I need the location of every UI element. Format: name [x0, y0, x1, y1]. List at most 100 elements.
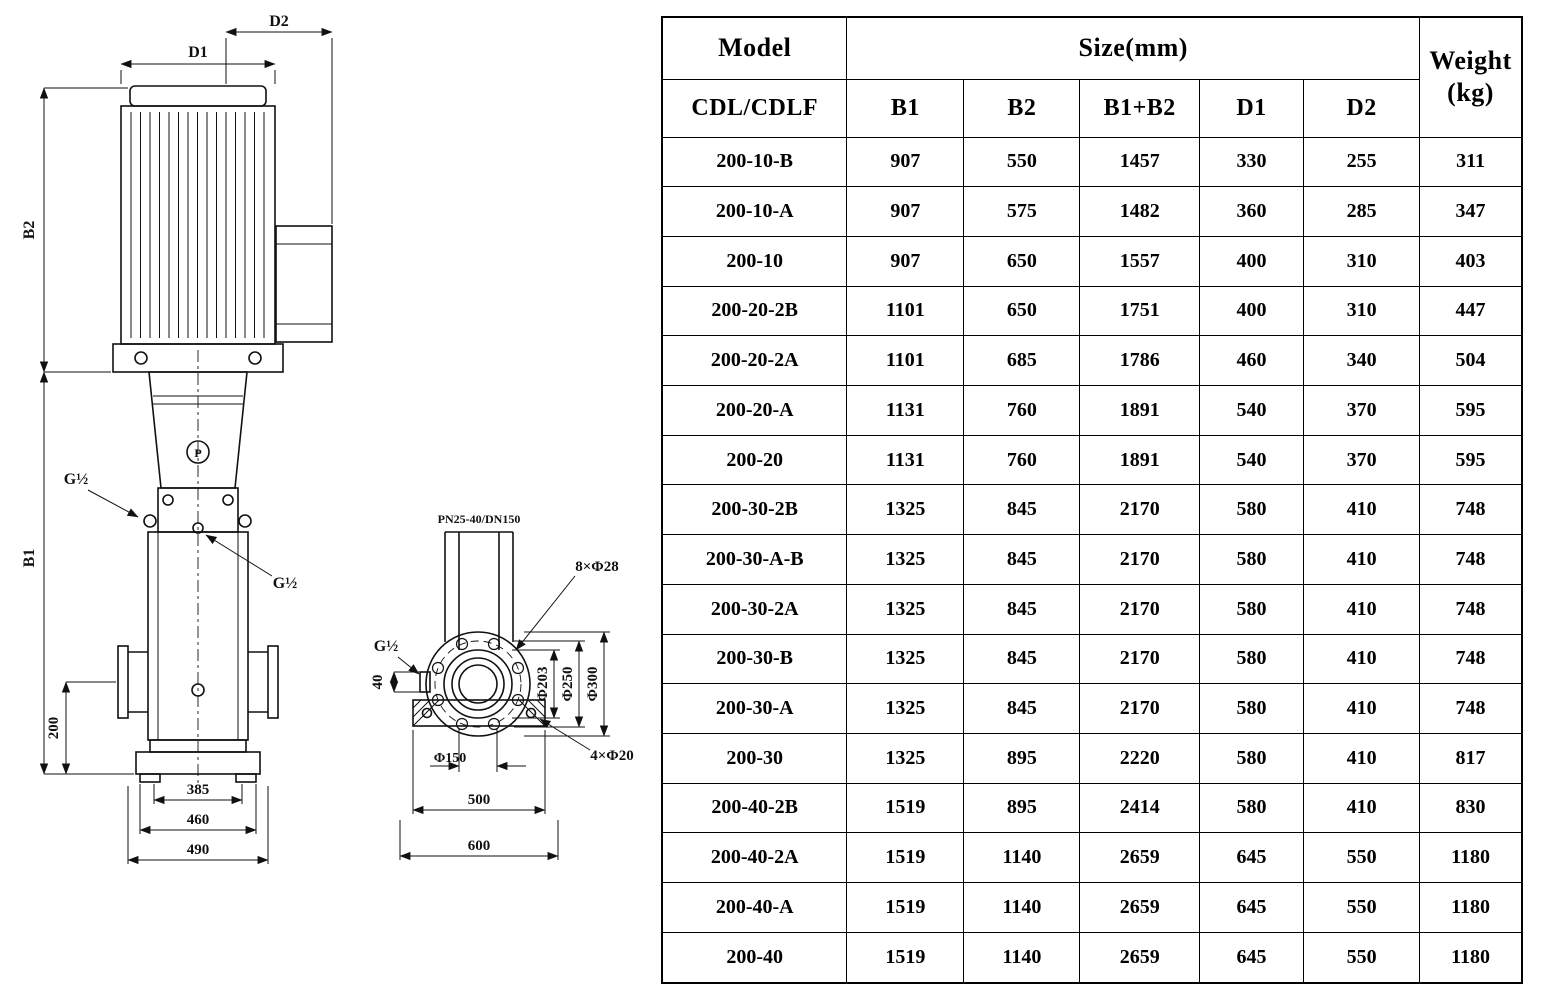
cell-d2: 370 — [1303, 385, 1421, 436]
brand-logo-letter: P — [194, 446, 201, 460]
base-plate-plan — [412, 699, 546, 727]
cell-weight: 748 — [1419, 683, 1523, 734]
cell-weight: 748 — [1419, 534, 1523, 585]
cell-d1: 580 — [1198, 534, 1305, 585]
cell-model: 200-30-A-B — [661, 534, 848, 585]
dim-200-label: 200 — [46, 717, 62, 740]
cell-weight: 1180 — [1419, 931, 1523, 984]
cell-b1b2: 2659 — [1079, 832, 1200, 884]
dim-460-label: 460 — [187, 812, 210, 828]
cell-b2: 1140 — [963, 832, 1081, 884]
flange-view — [412, 531, 546, 737]
cell-d2: 410 — [1303, 683, 1421, 734]
cell-model: 200-20-2B — [661, 285, 848, 337]
g-half-leader-1 — [87, 489, 139, 518]
cell-b1: 1101 — [846, 285, 965, 337]
cell-d2: 310 — [1303, 235, 1421, 287]
cell-weight: 1180 — [1419, 832, 1523, 884]
cell-d2: 285 — [1303, 186, 1421, 237]
cell-d1: 645 — [1198, 832, 1305, 884]
discharge-flange — [267, 645, 279, 719]
cell-weight: 311 — [1419, 136, 1523, 188]
cell-model: 200-10-B — [661, 136, 848, 188]
dim-490-label: 490 — [187, 842, 210, 858]
cell-b2: 895 — [963, 732, 1081, 784]
cell-b1: 1519 — [846, 931, 965, 984]
cell-b2: 1140 — [963, 931, 1081, 984]
cell-d1: 645 — [1198, 882, 1305, 933]
cell-model: 200-20-2A — [661, 335, 848, 387]
cell-b1: 1325 — [846, 534, 965, 585]
cell-b2: 650 — [963, 285, 1081, 337]
cell-model: 200-30-A — [661, 683, 848, 734]
cell-weight: 595 — [1419, 385, 1523, 436]
cell-weight: 403 — [1419, 235, 1523, 287]
cell-b1: 1325 — [846, 484, 965, 536]
dimension-table: Model Size(mm) Weight (kg) CDL/CDLF B1 B… — [661, 16, 1523, 984]
suction-flange — [117, 645, 129, 719]
cell-d2: 410 — [1303, 633, 1421, 685]
pump-technical-drawing: D2 D1 B2 B1 200 G½ G½ P 385 460 490 — [0, 0, 660, 1000]
cell-b2: 895 — [963, 782, 1081, 834]
cell-b1: 1325 — [846, 633, 965, 685]
cell-b1b2: 1891 — [1079, 385, 1200, 436]
cell-b2: 550 — [963, 136, 1081, 188]
header-b1: B1 — [846, 78, 965, 138]
cell-d1: 400 — [1198, 285, 1305, 337]
cell-b1b2: 2659 — [1079, 931, 1200, 984]
cell-d1: 645 — [1198, 931, 1305, 984]
bolt4-label: 4×Φ20 — [590, 748, 633, 764]
cell-b2: 845 — [963, 534, 1081, 585]
header-weight-line1: Weight — [1429, 45, 1512, 75]
cell-model: 200-30-2B — [661, 484, 848, 536]
cell-d1: 330 — [1198, 136, 1305, 188]
cell-d1: 540 — [1198, 385, 1305, 436]
cell-model: 200-30-B — [661, 633, 848, 685]
anchor-hole-right — [525, 707, 537, 719]
cell-weight: 504 — [1419, 335, 1523, 387]
g-half-label-1: G½ — [64, 471, 88, 488]
front-view-dimensions — [39, 27, 333, 865]
cell-b1: 1325 — [846, 683, 965, 734]
cell-b2: 845 — [963, 484, 1081, 536]
cell-d1: 540 — [1198, 434, 1305, 486]
cell-d1: 580 — [1198, 484, 1305, 536]
front-view — [112, 85, 333, 786]
cell-b1: 907 — [846, 136, 965, 188]
cell-weight: 817 — [1419, 732, 1523, 784]
flange-outer-circle — [425, 631, 531, 737]
cell-d2: 410 — [1303, 484, 1421, 536]
cell-d1: 580 — [1198, 683, 1305, 734]
cell-b2: 650 — [963, 235, 1081, 287]
cell-b2: 845 — [963, 633, 1081, 685]
cell-model: 200-10 — [661, 235, 848, 287]
cell-weight: 748 — [1419, 484, 1523, 536]
bolt8-leader — [515, 575, 576, 651]
dimension-table-panel: Model Size(mm) Weight (kg) CDL/CDLF B1 B… — [661, 16, 1523, 984]
cell-d1: 400 — [1198, 235, 1305, 287]
header-b1b2: B1+B2 — [1079, 78, 1200, 138]
cell-b2: 760 — [963, 434, 1081, 486]
cell-b1b2: 1482 — [1079, 186, 1200, 237]
cell-b1b2: 2170 — [1079, 583, 1200, 635]
header-weight-line2: (kg) — [1447, 78, 1494, 108]
cell-weight: 447 — [1419, 285, 1523, 337]
cell-d1: 460 — [1198, 335, 1305, 387]
dim-d1-label: D1 — [188, 44, 208, 61]
cell-b1b2: 2170 — [1079, 683, 1200, 734]
cell-weight: 1180 — [1419, 882, 1523, 933]
header-d1: D1 — [1198, 78, 1305, 138]
cell-b1b2: 1751 — [1079, 285, 1200, 337]
cell-d1: 580 — [1198, 782, 1305, 834]
cell-model: 200-40-2B — [661, 782, 848, 834]
right-port — [238, 514, 252, 528]
